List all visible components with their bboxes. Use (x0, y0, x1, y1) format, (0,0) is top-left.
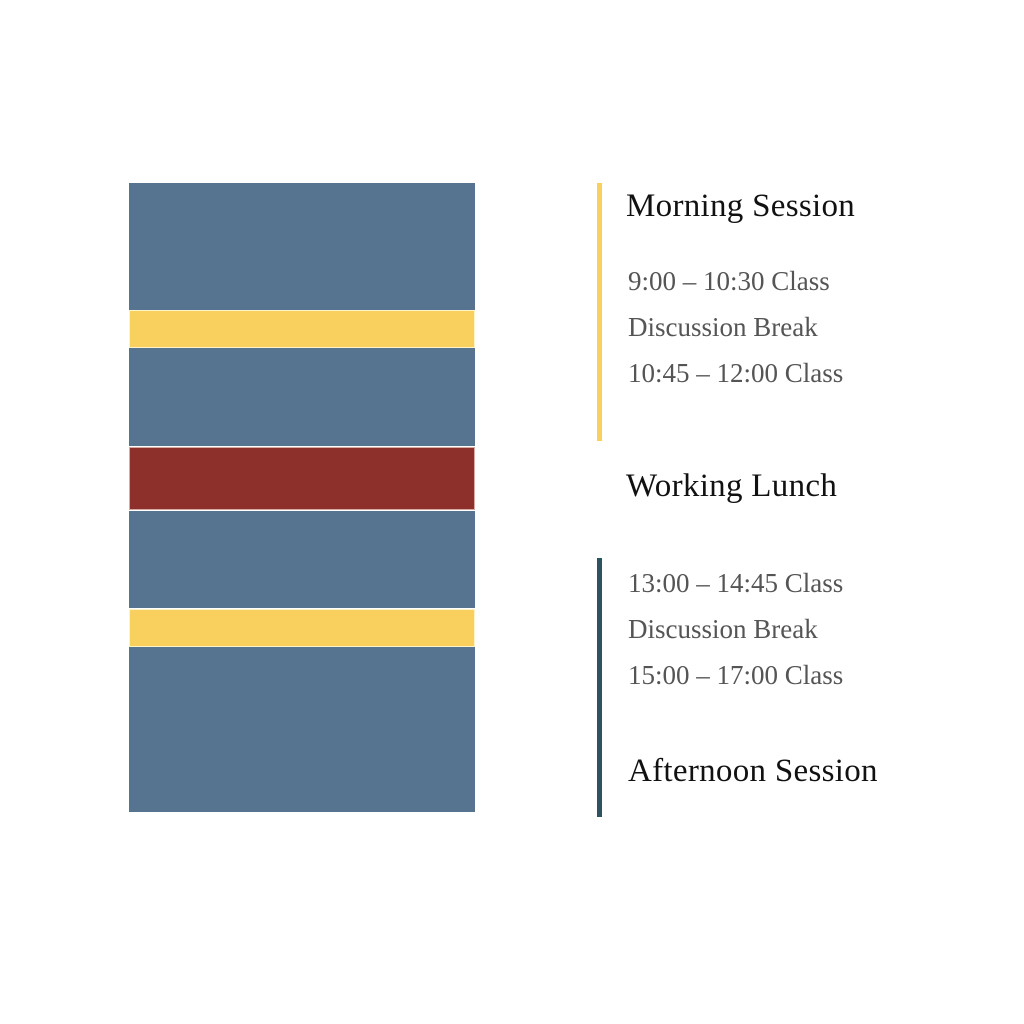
block-class-morning-1 (129, 183, 475, 310)
block-break-morning (129, 310, 475, 348)
morning-item: Discussion Break (628, 312, 818, 342)
afternoon-session-title: Afternoon Session (628, 753, 878, 789)
morning-bracket-line (597, 183, 602, 441)
afternoon-bracket-line (597, 558, 602, 817)
block-lunch (129, 447, 475, 510)
working-lunch-title: Working Lunch (626, 468, 838, 504)
morning-item: 10:45 – 12:00 Class (628, 358, 844, 388)
morning-item: 9:00 – 10:30 Class (628, 266, 830, 296)
morning-session-title: Morning Session (626, 188, 856, 224)
afternoon-item: 13:00 – 14:45 Class (628, 568, 844, 598)
block-class-afternoon-2 (129, 647, 475, 812)
block-class-morning-2 (129, 348, 475, 446)
afternoon-item: 15:00 – 17:00 Class (628, 660, 844, 690)
block-class-afternoon-1 (129, 511, 475, 608)
block-break-afternoon (129, 609, 475, 647)
afternoon-item: Discussion Break (628, 614, 818, 644)
